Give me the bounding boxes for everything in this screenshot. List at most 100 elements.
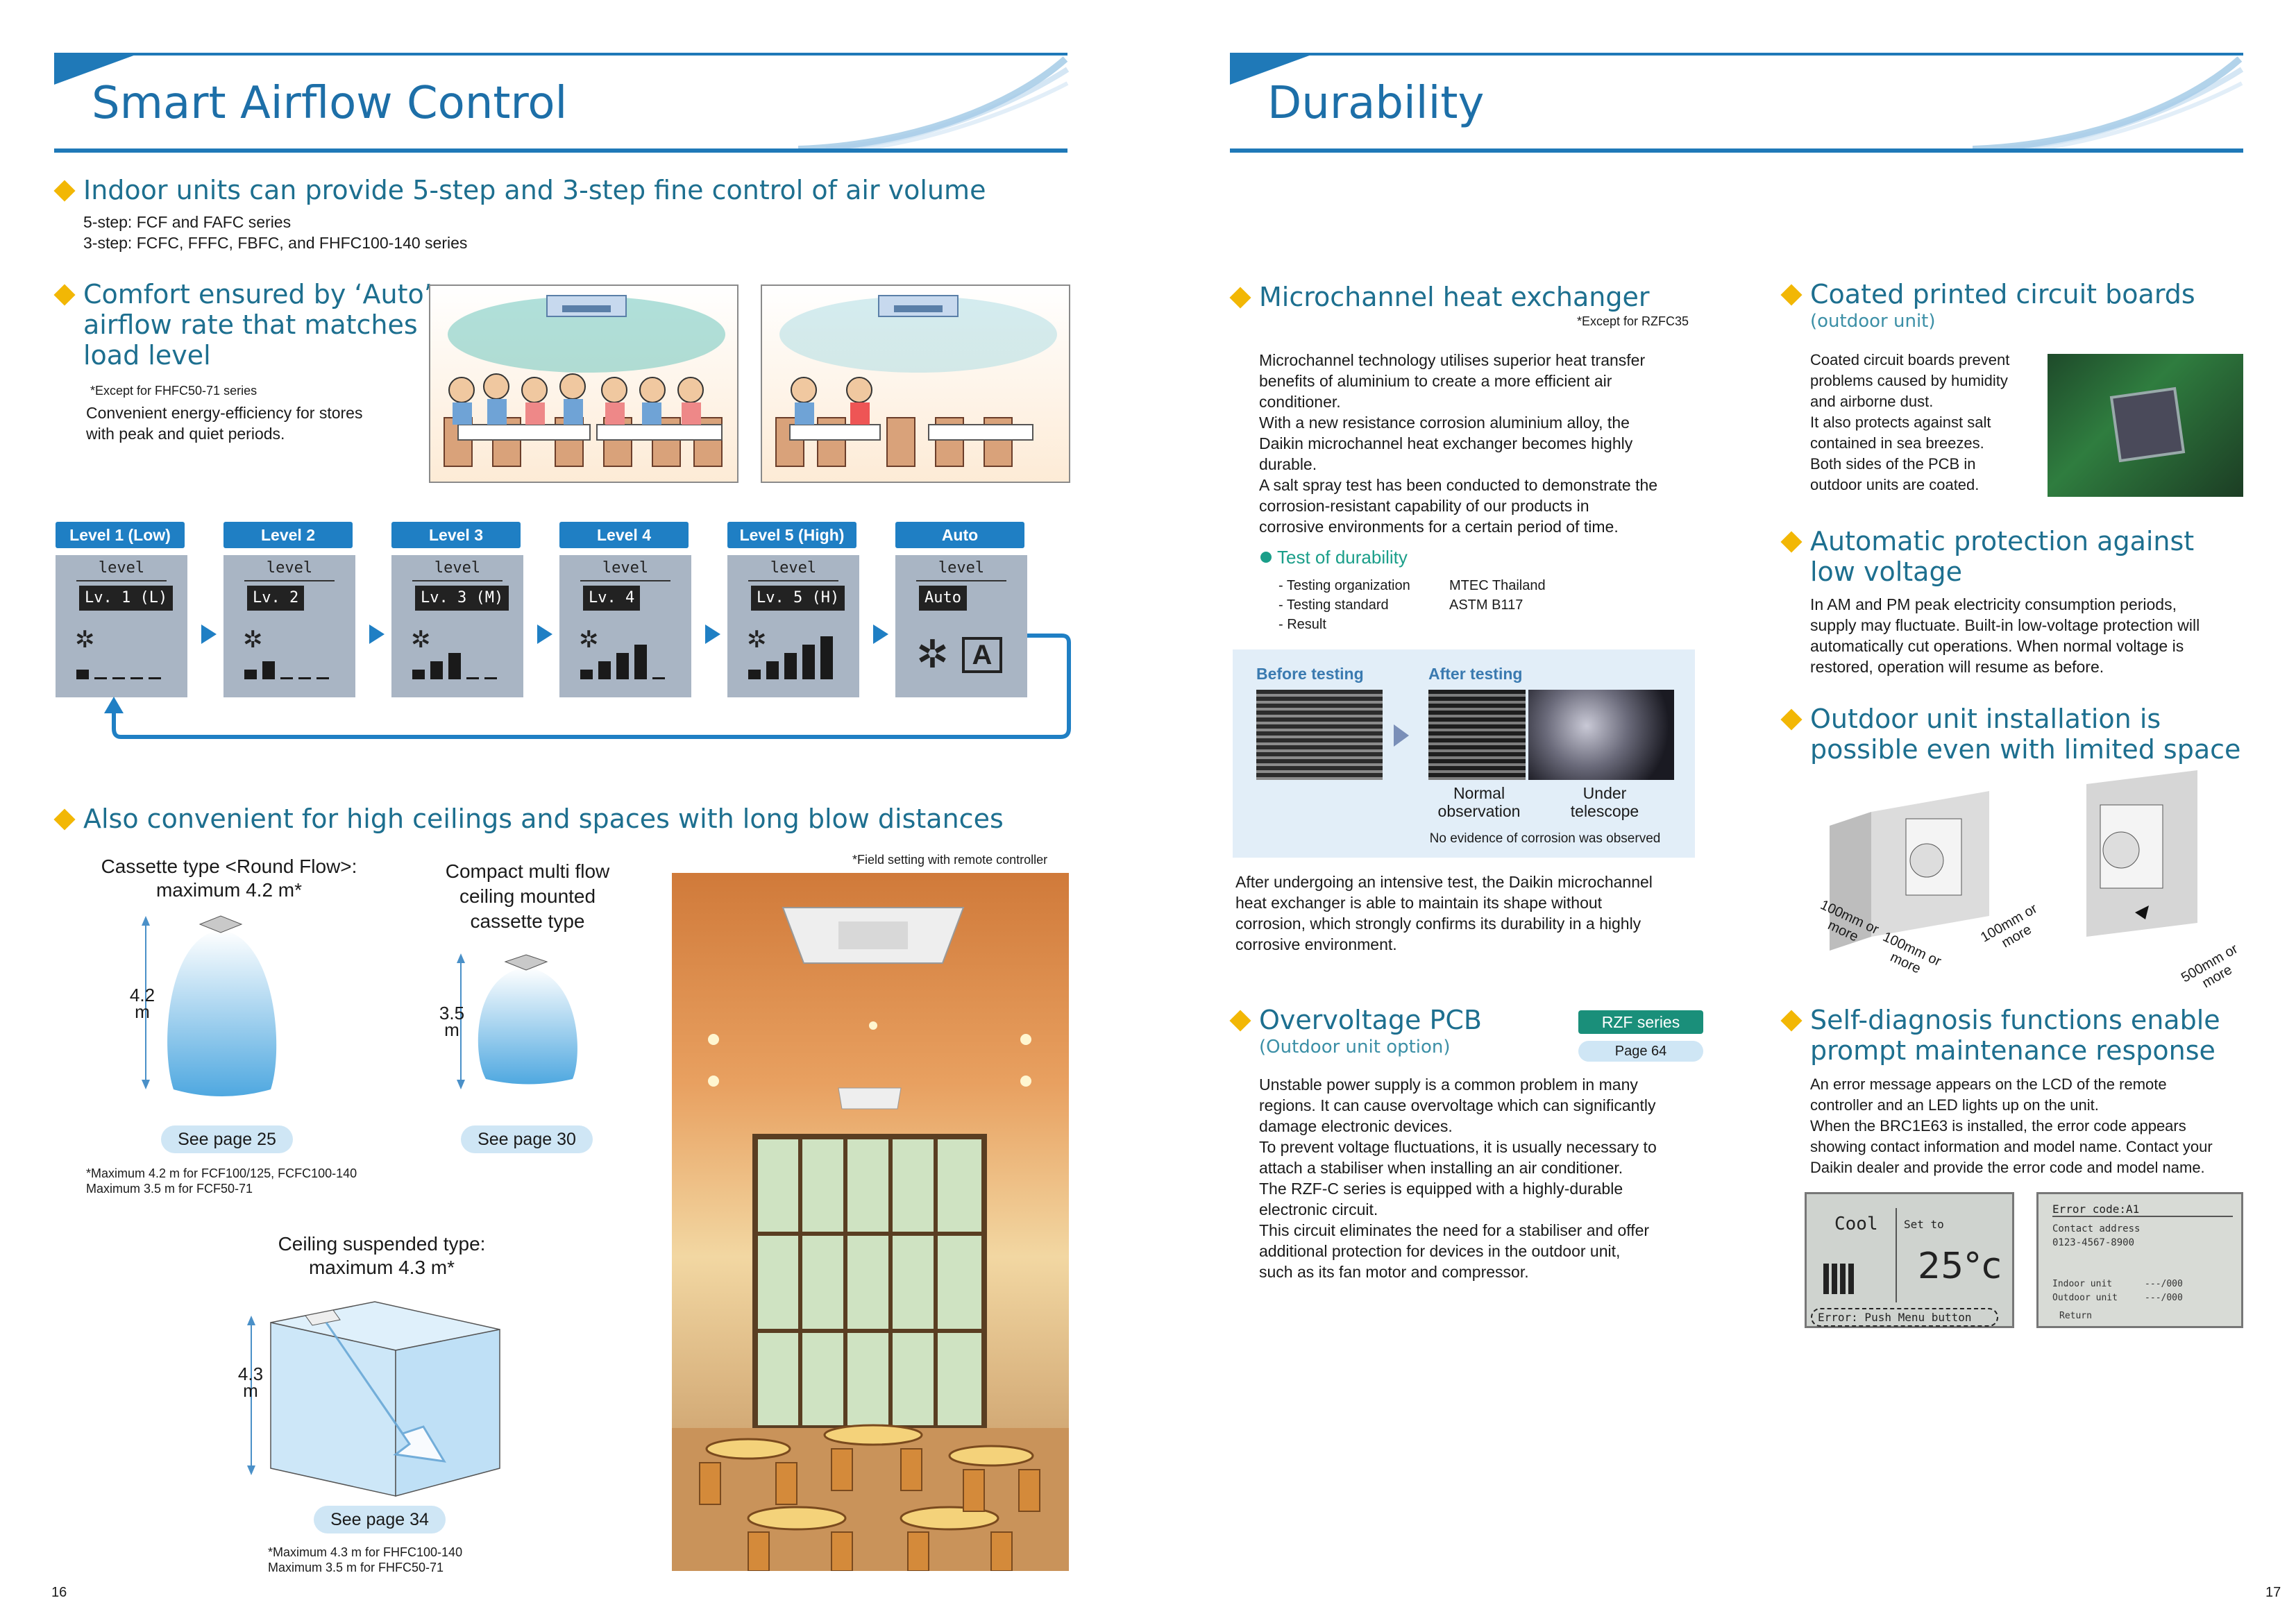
cassette-note: *Maximum 4.2 m for FCF100/125, FCFC100-1… xyxy=(86,1166,357,1196)
arrow-icon xyxy=(201,624,217,644)
bullet-icon xyxy=(53,284,76,306)
cassette-airflow-diagram xyxy=(142,915,277,1096)
five-step-text: 5-step: FCF and FAFC series xyxy=(83,213,292,231)
section-heading-auto-airflow: Comfort ensured by ‘Auto’ airflow rate t… xyxy=(83,279,432,371)
busy-restaurant-illustration xyxy=(429,284,738,483)
field-setting-note: *Field setting with remote controller xyxy=(852,853,1048,867)
section-heading-low-voltage: Automatic protection against low voltage xyxy=(1810,526,2195,587)
outdoor-install-diagram xyxy=(1830,770,2197,951)
see-page-34-link[interactable]: See page 34 xyxy=(314,1506,446,1533)
arrow-icon xyxy=(537,624,552,644)
test-durability-heading: Test of durability xyxy=(1277,547,1408,568)
bullet-icon xyxy=(1229,287,1251,309)
compact-height-label: 3.5 m xyxy=(439,1003,465,1040)
after-test-telescope-photo xyxy=(1528,690,1674,780)
header-top-line-left xyxy=(54,53,1067,56)
lcd-level-box: Lv. 1 (L) xyxy=(79,586,174,611)
bullet-icon xyxy=(1229,1010,1251,1032)
header-corner-right xyxy=(1230,54,1313,85)
section-heading-self-diagnosis: Self-diagnosis functions enable prompt m… xyxy=(1810,1005,2220,1066)
pcb-photo xyxy=(2048,354,2243,497)
lcd-level-box: Lv. 4 xyxy=(583,586,641,611)
restaurant-interior-photo xyxy=(672,873,1069,1571)
level-auto-tag: Auto xyxy=(895,522,1024,548)
bullet-icon xyxy=(1780,531,1803,553)
header-bottom-line-right xyxy=(1230,148,2243,153)
header-swoosh-left xyxy=(798,56,1069,153)
signal-bars-icon xyxy=(1823,1264,1865,1294)
lcd-contact-address: Contact address xyxy=(2052,1223,2141,1234)
overvoltage-body: Unstable power supply is a common proble… xyxy=(1259,1076,1657,1281)
section-heading-high-ceilings: Also convenient for high ceilings and sp… xyxy=(83,804,1004,834)
lcd-mode-text: Cool xyxy=(1834,1214,1878,1234)
auto-note: *Except for FHFC50-71 series xyxy=(90,384,258,398)
fan-auto-icon: ✲ xyxy=(916,632,949,676)
arrow-icon xyxy=(873,624,888,644)
bullet-icon xyxy=(53,808,76,831)
header-top-line-right xyxy=(1230,53,2243,56)
level-4-lcd: level Lv. 4 ✲ xyxy=(559,555,691,697)
lcd-title: level xyxy=(938,559,985,577)
ceiling-height-label: 4.3 m xyxy=(237,1363,264,1401)
lcd-error-code: Error code:A1 xyxy=(2052,1203,2233,1217)
lcd-temp-text: 25°c xyxy=(1918,1246,2002,1287)
bullet-icon xyxy=(53,180,76,202)
before-test-photo xyxy=(1256,690,1383,780)
coated-pcb-body: Coated circuit boards prevent problems c… xyxy=(1810,351,2010,493)
section-heading-overvoltage: Overvoltage PCB xyxy=(1259,1005,1482,1035)
cassette-height-label: 4.2 m xyxy=(129,985,155,1022)
lcd-indoor-unit: Indoor unit ---/000 xyxy=(2052,1279,2183,1289)
test-labels: - Testing organization - Testing standar… xyxy=(1278,578,1410,632)
see-page-25-link[interactable]: See page 25 xyxy=(161,1125,293,1153)
cassette-title: Cassette type <Round Flow>: maximum 4.2 … xyxy=(101,856,357,901)
section-heading-coated-pcb: Coated printed circuit boards xyxy=(1810,279,2195,309)
fan-icon: ✲ xyxy=(579,627,599,653)
auto-body: Convenient energy-efficiency for stores … xyxy=(86,404,363,443)
after-test-normal-photo xyxy=(1428,690,1526,780)
lcd-level-box: Lv. 2 xyxy=(247,586,305,611)
lcd-set-text: Set to xyxy=(1904,1218,1944,1231)
microchannel-note: *Except for RZFC35 xyxy=(1577,314,1689,328)
rzf-series-tag: RZF series xyxy=(1578,1010,1703,1034)
arrow-icon xyxy=(705,624,720,644)
three-step-text: 3-step: FCFC, FFFC, FBFC, and FHFC100-14… xyxy=(83,234,468,252)
lcd-title: level xyxy=(266,559,313,577)
before-testing-label: Before testing xyxy=(1256,665,1364,683)
page-64-link[interactable]: Page 64 xyxy=(1578,1041,1703,1062)
lcd-outdoor-unit: Outdoor unit ---/000 xyxy=(2052,1293,2183,1303)
ceiling-note: *Maximum 4.3 m for FHFC100-140 Maximum 3… xyxy=(268,1545,463,1574)
play-arrow-icon xyxy=(1394,724,1409,747)
lcd-title: level xyxy=(98,559,145,577)
lcd-error-text: Error: Push Menu button xyxy=(1811,1308,1998,1327)
header-bottom-line-left xyxy=(54,148,1067,153)
ceiling-title: Ceiling suspended type: maximum 4.3 m* xyxy=(278,1233,486,1278)
page-title-left: Smart Airflow Control xyxy=(92,78,568,129)
level-3-lcd: level Lv. 3 (M) ✲ xyxy=(391,555,523,697)
microchannel-after-body: After undergoing an intensive test, the … xyxy=(1235,873,1653,953)
see-page-30-link[interactable]: See page 30 xyxy=(461,1125,593,1153)
level-1-lcd: level Lv. 1 (L) ✲ xyxy=(56,555,187,697)
level-3-tag: Level 3 (Medium) xyxy=(391,522,521,570)
bullet-icon xyxy=(1780,284,1803,306)
loop-arrow-icon xyxy=(104,634,1071,739)
level-2-tag: Level 2 xyxy=(223,522,353,548)
level-5-tag: Level 5 (High) xyxy=(727,522,856,548)
after-testing-label: After testing xyxy=(1428,665,1523,683)
level-auto-lcd: level Auto ✲ A xyxy=(895,555,1027,697)
remote-lcd-error: Cool Set to 25°c Error: Push Menu button xyxy=(1805,1192,2014,1328)
ceiling-airflow-diagram xyxy=(247,1301,500,1497)
no-corrosion-text: No evidence of corrosion was observed xyxy=(1429,831,1661,846)
section-heading-microchannel: Microchannel heat exchanger xyxy=(1259,282,1650,312)
quiet-restaurant-illustration xyxy=(761,284,1070,483)
lcd-level-box: Lv. 5 (H) xyxy=(751,586,845,611)
remote-lcd-contact: Error code:A1 Contact address 0123-4567-… xyxy=(2036,1192,2243,1328)
fan-icon: ✲ xyxy=(243,627,263,653)
header-swoosh-right xyxy=(1973,56,2243,153)
page-title-right: Durability xyxy=(1267,78,1485,129)
coated-pcb-sub: (outdoor unit) xyxy=(1810,311,1936,332)
section-heading-air-volume: Indoor units can provide 5-step and 3-st… xyxy=(83,175,986,205)
lcd-return: Return xyxy=(2059,1311,2092,1321)
page-number-right: 17 xyxy=(2265,1585,2281,1600)
chip-icon xyxy=(2109,386,2186,463)
low-voltage-body: In AM and PM peak electricity consumptio… xyxy=(1810,595,2200,676)
